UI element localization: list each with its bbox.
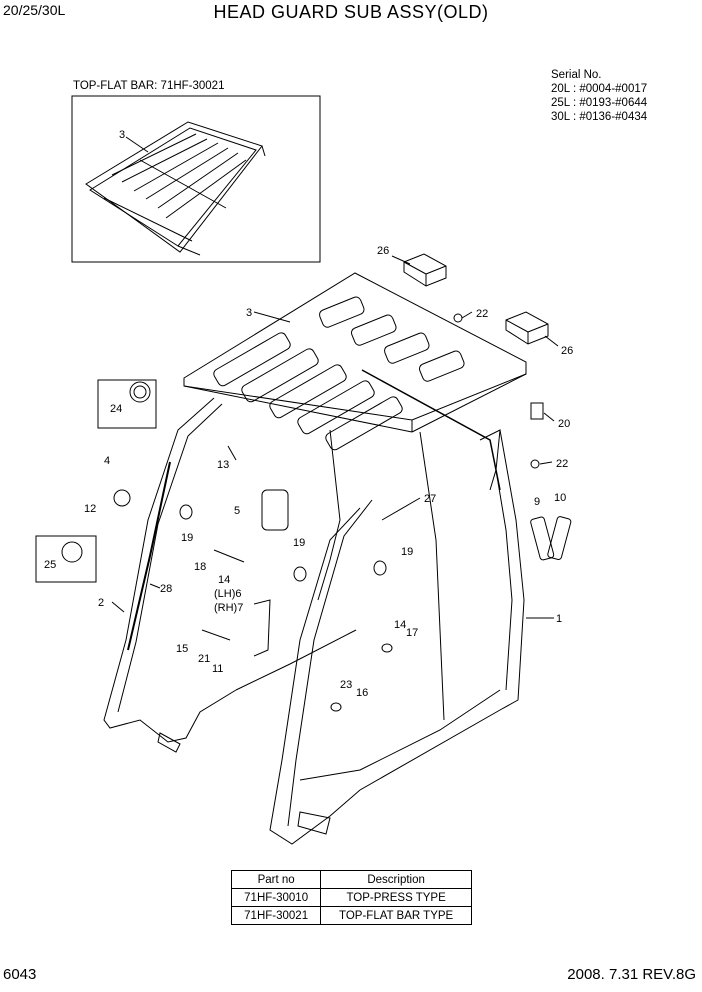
cell-description: TOP-PRESS TYPE — [320, 888, 472, 907]
callout-20: 20 — [558, 418, 570, 430]
header-part-no: Part no — [230, 870, 322, 889]
inset-callout-3: 3 — [119, 129, 125, 141]
leader-28 — [149, 583, 161, 589]
top-press-panel — [183, 272, 527, 451]
lamp-24-lens — [133, 385, 147, 399]
cell-description: TOP-FLAT BAR TYPE — [320, 906, 472, 925]
bolt-13 — [227, 445, 237, 461]
callout-5: 5 — [234, 505, 240, 517]
table-header-row: Part no Description — [230, 870, 472, 889]
callout-26-right: 26 — [561, 345, 573, 357]
head-guard-frame — [103, 397, 525, 845]
grommet-19a — [179, 504, 193, 520]
grommet-19c — [373, 560, 387, 576]
reflector-10 — [547, 516, 572, 561]
callout-21: 21 — [198, 653, 210, 665]
callout-23: 23 — [340, 679, 352, 691]
bolt-15 — [201, 629, 231, 641]
leader-22a — [461, 311, 473, 319]
lamp-25-box — [35, 535, 97, 583]
lamp-24 — [129, 381, 151, 403]
page-title: HEAD GUARD SUB ASSY(OLD) — [213, 2, 489, 22]
mirror-5 — [261, 489, 289, 531]
inset-leader — [125, 136, 149, 153]
nut-17 — [381, 643, 393, 653]
callout-22-top: 22 — [476, 308, 488, 320]
callout-13: 13 — [217, 459, 229, 471]
work-lamp-right — [505, 311, 549, 345]
parts-table: Part no Description 71HF-30010 TOP-PRESS… — [230, 870, 472, 925]
callout-11: 11 — [212, 663, 223, 675]
table-row: 71HF-30021 TOP-FLAT BAR TYPE — [230, 906, 472, 925]
leader-26a — [391, 255, 411, 265]
leader-20 — [543, 412, 555, 422]
callout-7: (RH)7 — [214, 602, 243, 614]
callout-14-left: 14 — [218, 574, 230, 586]
bolt-18 — [213, 549, 245, 563]
callout-3: 3 — [246, 307, 252, 319]
nut-16 — [330, 702, 342, 712]
callout-10: 10 — [554, 492, 566, 504]
serial-line-25l: 25L : #0193-#0644 — [551, 97, 648, 109]
page-number: 6043 — [3, 966, 37, 983]
callout-1: 1 — [556, 613, 562, 625]
inset-frame — [71, 95, 321, 263]
callout-24: 24 — [110, 403, 122, 415]
clip-20 — [530, 402, 544, 420]
leader-27 — [381, 497, 421, 521]
callout-22-right: 22 — [556, 458, 568, 470]
model-label: 20/25/30L — [3, 2, 66, 18]
leader-22b — [539, 461, 553, 465]
work-lamp-top — [403, 253, 447, 287]
revision-date: 2008. 7.31 REV.8G — [567, 966, 696, 983]
callout-9: 9 — [534, 496, 540, 508]
callout-27: 27 — [424, 493, 436, 505]
header-description: Description — [320, 870, 472, 889]
callout-4: 4 — [104, 455, 110, 467]
callout-16: 16 — [356, 687, 368, 699]
callout-14-right: 14 — [394, 619, 406, 631]
callout-17: 17 — [406, 627, 418, 639]
lamp-24-box — [97, 379, 157, 429]
reflector-9 — [530, 516, 555, 561]
cell-part-no: 71HF-30021 — [230, 906, 322, 925]
leader-2 — [111, 601, 125, 613]
callout-6: (LH)6 — [214, 588, 242, 600]
grommet-19b — [293, 566, 307, 582]
callout-19-mid: 19 — [293, 537, 305, 549]
lamp-25 — [61, 541, 83, 563]
serial-block: Serial No. 20L : #0004-#0017 25L : #0193… — [551, 68, 647, 124]
callout-25: 25 — [44, 559, 56, 571]
callout-19-left: 19 — [181, 532, 193, 544]
inset-label: TOP-FLAT BAR: 71HF-30021 — [73, 80, 225, 92]
callout-19-right: 19 — [401, 546, 413, 558]
bracket-lamp — [113, 489, 131, 507]
seal-strip-27 — [361, 369, 501, 491]
serial-heading: Serial No. — [551, 69, 602, 81]
grip-handle — [253, 599, 271, 657]
plug-22b — [530, 459, 540, 469]
callout-28: 28 — [160, 583, 172, 595]
callout-26-top: 26 — [377, 245, 389, 257]
serial-line-30l: 30L : #0136-#0434 — [551, 111, 648, 123]
table-row: 71HF-30010 TOP-PRESS TYPE — [230, 888, 472, 907]
callout-labels: 3 3 26 26 22 22 20 27 9 10 1 24 13 4 12 … — [44, 129, 573, 699]
serial-line-20l: 20L : #0004-#0017 — [551, 83, 648, 95]
leader-26b — [544, 335, 559, 347]
callout-18: 18 — [194, 561, 206, 573]
callout-2: 2 — [98, 597, 104, 609]
cell-part-no: 71HF-30010 — [230, 888, 322, 907]
callout-12: 12 — [84, 503, 96, 515]
flat-bar-top-drawing — [85, 121, 266, 256]
leader-3 — [253, 311, 291, 323]
callout-15: 15 — [176, 643, 188, 655]
plug-22a — [453, 313, 463, 323]
seal-strip-28 — [127, 461, 171, 651]
